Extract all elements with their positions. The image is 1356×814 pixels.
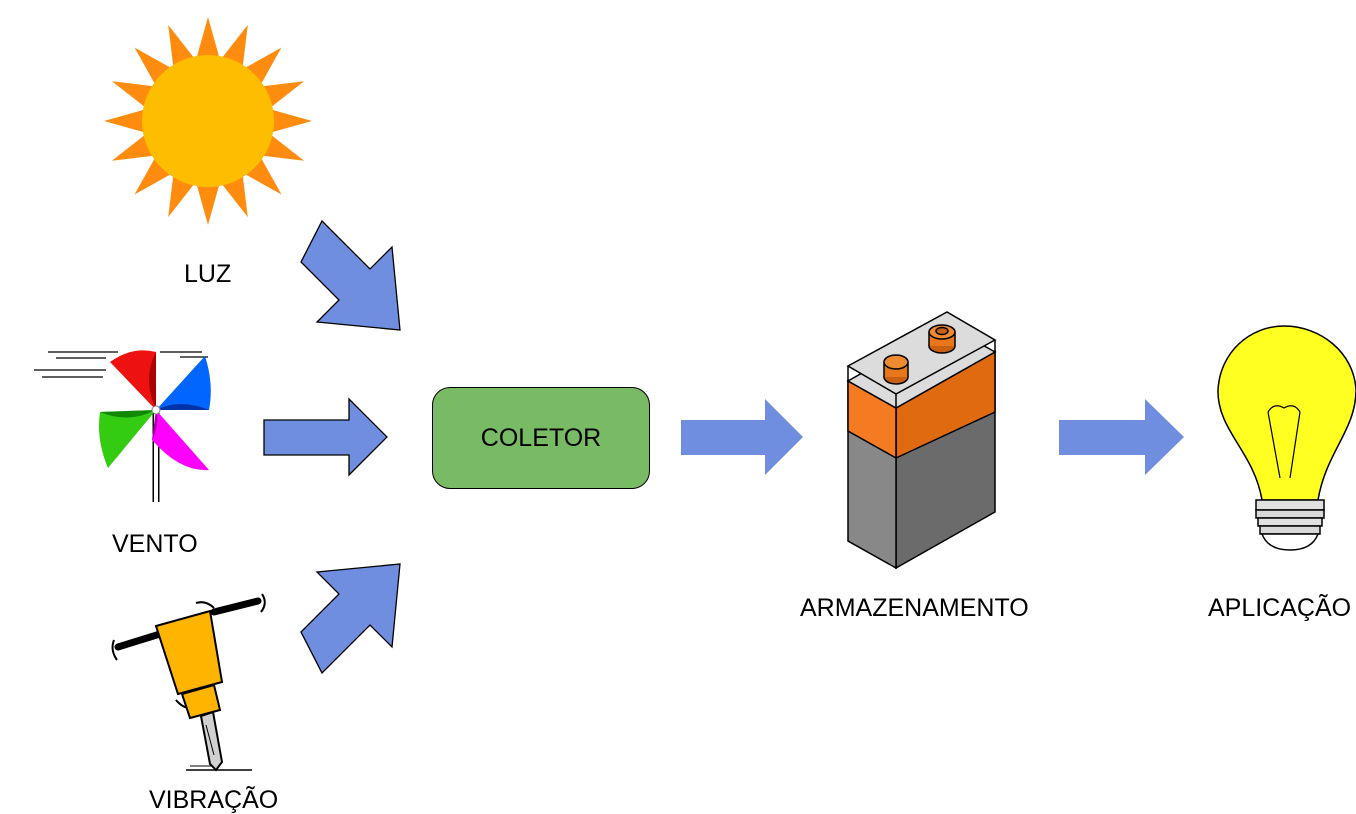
- lightbulb-icon: [1217, 325, 1356, 551]
- arrow-collector-to-storage: [681, 399, 803, 475]
- jackhammer-icon: [111, 593, 266, 772]
- collector-box: COLETOR: [432, 387, 650, 489]
- source-label-vibration: VIBRAÇÃO: [149, 786, 279, 814]
- battery-icon: [846, 311, 997, 570]
- arrow-wind-to-collector: [263, 397, 388, 477]
- arrow-vibration-to-collector: [300, 563, 401, 675]
- application-label: APLICAÇÃO: [1208, 594, 1352, 622]
- arrow-light-to-collector: [300, 219, 401, 331]
- sun-icon: [104, 17, 312, 225]
- source-label-wind: VENTO: [112, 530, 198, 558]
- wind-lines-icon: [34, 351, 208, 378]
- arrow-storage-to-application: [1059, 399, 1184, 475]
- storage-label: ARMAZENAMENTO: [800, 594, 1029, 622]
- source-label-light: LUZ: [184, 260, 232, 288]
- battery-terminal-positive: [883, 354, 909, 385]
- battery-terminal-negative: [928, 324, 956, 354]
- collector-label: COLETOR: [480, 423, 602, 452]
- pinwheel-icon: [34, 350, 211, 502]
